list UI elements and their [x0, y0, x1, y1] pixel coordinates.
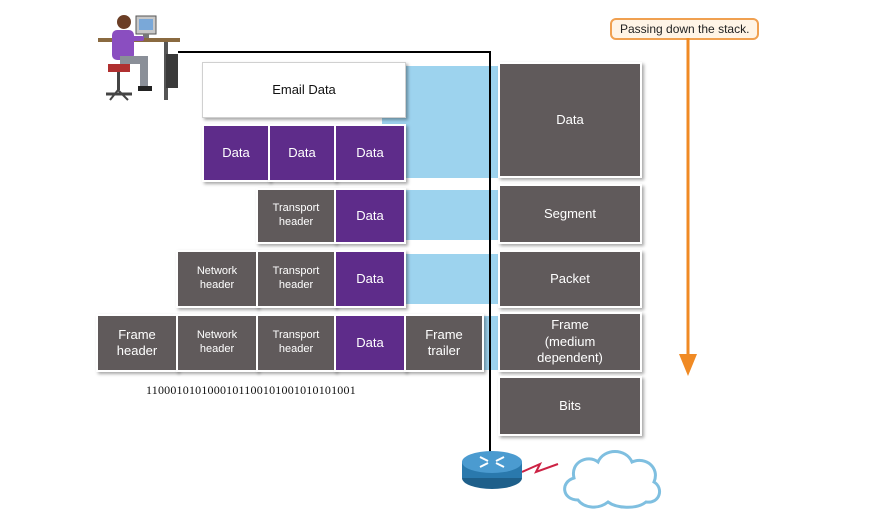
email-data-label: Email Data — [272, 81, 336, 97]
frame-network-header: Network header — [176, 314, 258, 372]
pdu-frame: Frame (medium dependent) — [498, 312, 642, 372]
pdu-packet: Packet — [498, 250, 642, 308]
data-chunk-1: Data — [202, 124, 270, 182]
bits-stream: 1100010101000101100101001010101001 — [146, 383, 356, 397]
pdu-segment: Segment — [498, 184, 642, 244]
pdu-data: Data — [498, 62, 642, 178]
network-header-label: Network header — [196, 329, 238, 355]
segment-transport-header: Transport header — [256, 188, 336, 244]
data-chunk-3: Data — [334, 124, 406, 182]
callout-text: Passing down the stack. — [620, 22, 750, 36]
transport-header-label: Transport header — [272, 265, 320, 291]
band-packet — [404, 254, 498, 304]
pdu-segment-label: Segment — [543, 205, 597, 221]
data-label: Data — [356, 270, 384, 286]
frame-header-label: Frame header — [116, 326, 158, 358]
email-data-box: Email Data — [202, 62, 406, 118]
pdu-bits: Bits — [498, 376, 642, 436]
packet-data: Data — [334, 250, 406, 308]
frame-header: Frame header — [96, 314, 178, 372]
pdu-frame-label: Frame (medium dependent) — [537, 316, 603, 366]
router-icon — [462, 451, 522, 489]
down-arrow — [679, 38, 697, 376]
packet-network-header: Network header — [176, 250, 258, 308]
packet-transport-header: Transport header — [256, 250, 336, 308]
frame-data: Data — [334, 314, 406, 372]
frame-trailer-label: Frame trailer — [425, 326, 463, 358]
passing-down-callout: Passing down the stack. — [610, 18, 760, 40]
pdu-bits-label: Bits — [559, 397, 581, 413]
data-chunk-2: Data — [268, 124, 336, 182]
frame-transport-header: Transport header — [256, 314, 336, 372]
serial-link-icon — [522, 461, 559, 474]
transport-header-label: Transport header — [272, 329, 320, 355]
cloud-icon — [563, 450, 662, 509]
data-chunk-label: Data — [288, 144, 316, 160]
network-header-label: Network header — [196, 265, 238, 291]
data-chunk-label: Data — [222, 144, 250, 160]
data-label: Data — [356, 334, 384, 350]
pdu-packet-label: Packet — [550, 270, 590, 286]
pdu-data-label: Data — [556, 111, 584, 127]
data-chunk-label: Data — [356, 144, 384, 160]
data-label: Data — [356, 207, 384, 223]
segment-data: Data — [334, 188, 406, 244]
transport-header-label: Transport header — [272, 202, 320, 228]
user-at-computer-icon — [98, 15, 180, 101]
frame-trailer: Frame trailer — [404, 314, 484, 372]
band-segment — [404, 190, 498, 240]
